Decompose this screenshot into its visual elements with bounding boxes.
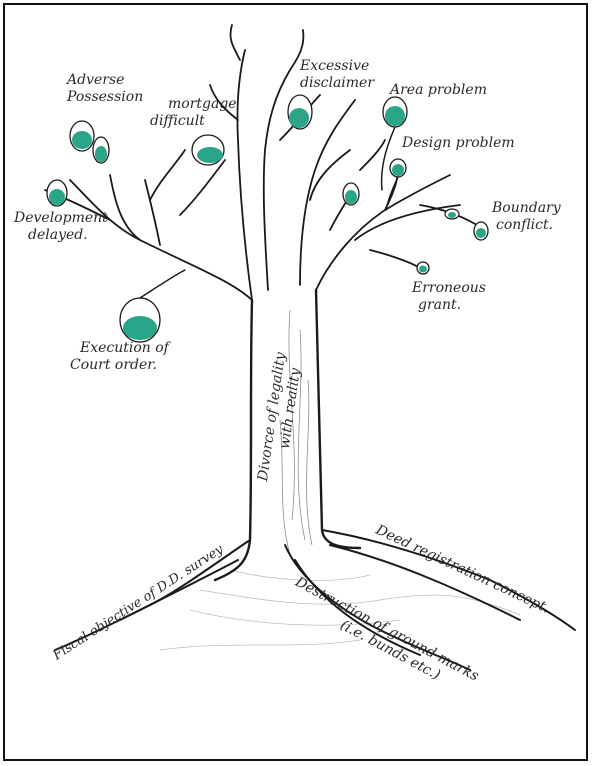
label-mortgage: mortgage difficult	[150, 96, 237, 130]
label-area: Area problem	[390, 82, 487, 99]
label-development: Development delayed.	[14, 210, 108, 244]
label-adverse: Adverse Possession	[67, 72, 143, 106]
branches	[45, 25, 485, 300]
label-design: Design problem	[402, 135, 515, 152]
label-boundary: Boundary conflict.	[492, 200, 561, 234]
label-execution: Execution of Court order.	[70, 340, 169, 374]
label-erroneous: Erroneous grant.	[412, 280, 486, 314]
label-excessive: Excessive disclaimer	[300, 58, 374, 92]
leaf-stems	[140, 127, 398, 298]
